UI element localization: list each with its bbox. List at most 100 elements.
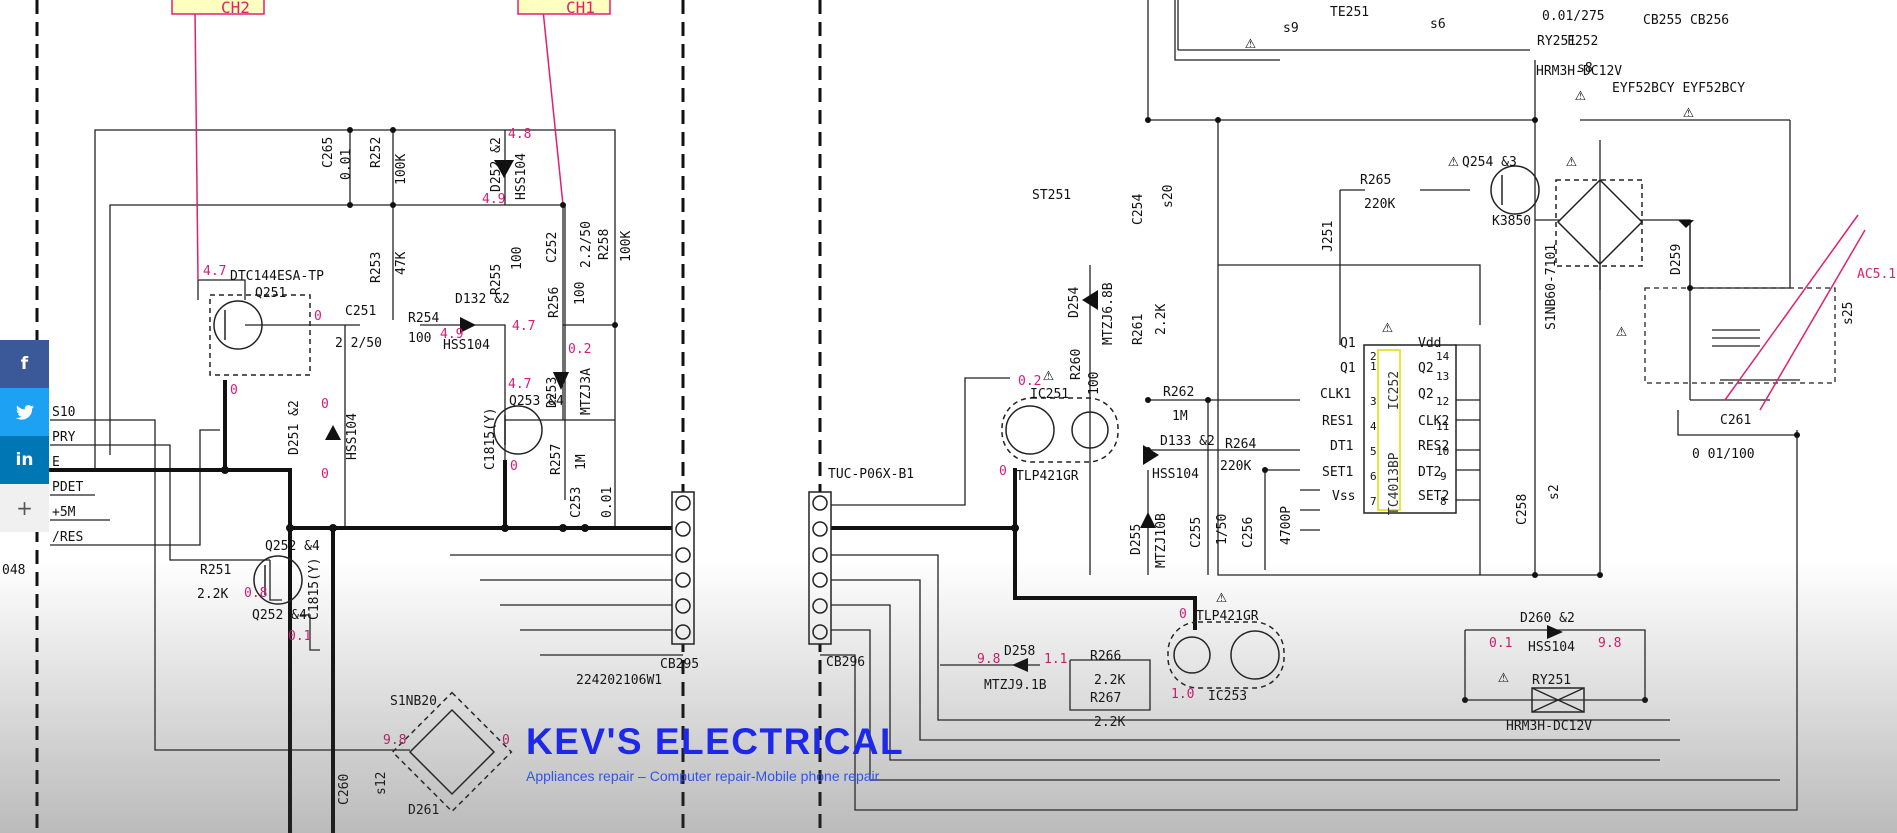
voltage-d252-bottom: 4.9: [482, 192, 505, 207]
q252-value: C1815(Y): [307, 557, 322, 620]
voltage-q253-base: 4.7: [508, 377, 531, 392]
ry251-value: HRM3H-DC12V: [1506, 719, 1592, 734]
d260-label: D260 &2: [1520, 611, 1575, 626]
d252-label: D252 &2: [489, 137, 504, 192]
c253-value: 0.01: [600, 487, 615, 518]
j251-label: J251: [1321, 221, 1336, 252]
warning-icon: ⚠: [1448, 150, 1459, 171]
ch2-tag-text: CH2: [221, 0, 250, 17]
r258-label: R258: [597, 229, 612, 260]
facebook-icon: f: [20, 354, 29, 374]
ic251-value: TLP421GR: [1016, 469, 1079, 484]
ic252-pin-5: 5: [1370, 445, 1377, 458]
r256-label: R256: [547, 287, 562, 318]
warning-icon: ⚠: [1216, 586, 1227, 607]
q254-value: K3850: [1492, 214, 1531, 229]
voltage-ic251-in: 0.2: [1018, 374, 1041, 389]
voltage-ic253-out: 1.0: [1171, 687, 1194, 702]
c252-value: 2.2/50: [579, 221, 594, 268]
c258-label: C258: [1515, 494, 1530, 525]
transistor-q251: [209, 294, 311, 376]
ry251-top-label: RY251: [1537, 34, 1576, 49]
d258-label: D258: [1004, 644, 1035, 659]
twitter-icon: [15, 404, 34, 420]
d259-label: D259: [1669, 244, 1684, 275]
ic252-pin-vdd: Vdd: [1418, 336, 1441, 351]
signal-e: E: [52, 455, 60, 470]
diodes: [325, 160, 1694, 672]
cb296-label: CB296: [826, 655, 865, 670]
c254-value: s20: [1161, 185, 1176, 208]
voltage-bridge-right: 0: [502, 733, 510, 748]
q252-label: Q252 &4: [252, 608, 307, 623]
more-share-button[interactable]: +: [0, 484, 49, 532]
r264-value: 220K: [1220, 459, 1251, 474]
signal-res: /RES: [52, 530, 83, 545]
c256-value: 4700P: [1279, 506, 1294, 545]
ic252-body: [1363, 344, 1457, 514]
voltage-d253: 0.2: [568, 342, 591, 357]
linkedin-share-button[interactable]: in: [0, 436, 49, 484]
c261-label: C261: [1720, 413, 1751, 428]
ic252-pin-7: 7: [1370, 495, 1377, 508]
ic252-pin-clk2: CLK2: [1418, 414, 1449, 429]
ch1-tag-text: CH1: [566, 0, 595, 17]
r261-label: R261: [1131, 314, 1146, 345]
signal-pdet: PDET: [52, 480, 83, 495]
r267-value: 2.2K: [1094, 715, 1125, 730]
site-title[interactable]: KEV'S ELECTRICAL: [526, 721, 905, 762]
ic252-pin-4: 4: [1370, 420, 1377, 433]
voltage-q252-emitter: 0.1: [288, 629, 311, 644]
ic252-pin-clk1: CLK1: [1320, 387, 1351, 402]
ry251-top-value: HRM3H-DC12V: [1536, 64, 1622, 79]
d260-value: HSS104: [1528, 640, 1575, 655]
ic252-pin-set2: SET2: [1418, 489, 1449, 504]
c252-label: C252: [545, 232, 560, 263]
s25-label: s25: [1841, 302, 1856, 325]
d255-value: MTZJ10B: [1154, 513, 1169, 568]
transformer-block: [1644, 287, 1836, 384]
voltage-d252-top: 4.8: [508, 127, 531, 142]
connector-cb295: [671, 491, 695, 645]
d132-value: HSS104: [443, 338, 490, 353]
cap-0.01-275: 0.01/275: [1542, 9, 1605, 24]
edge-label: 048: [2, 563, 25, 578]
voltage-q252-base: 0.8: [244, 586, 267, 601]
c251-label: C251: [345, 304, 376, 319]
ic252-pin-13: 13: [1436, 370, 1449, 383]
voltage-d260-right: 9.8: [1598, 636, 1621, 651]
warning-icon: ⚠: [1498, 666, 1509, 687]
d251-label: D251 &2: [287, 400, 302, 455]
voltage-q251-emitter: 0: [230, 383, 238, 398]
warning-icon: ⚠: [1575, 84, 1586, 105]
connector-cb296: [808, 491, 832, 645]
optocoupler-ic251: [1001, 397, 1119, 463]
d133-value: HSS104: [1152, 467, 1199, 482]
ic252-pin-set1: SET1: [1322, 465, 1353, 480]
c260-value: s12: [374, 772, 389, 795]
voltage-bridge-left: 9.8: [383, 733, 406, 748]
facebook-share-button[interactable]: f: [0, 340, 49, 388]
ic251-label: IC251: [1030, 387, 1069, 402]
transistor-q253: [493, 405, 543, 455]
r252-label: R252: [369, 137, 384, 168]
relay-ry251: [1531, 687, 1585, 713]
r266-label: R266: [1090, 649, 1121, 664]
linkedin-icon: in: [15, 450, 34, 470]
q252-ref: Q252 &4: [265, 539, 320, 554]
transistor-q252: [253, 555, 303, 605]
voltage-q251-base: 4.7: [203, 264, 226, 279]
r255-value: 100: [510, 247, 525, 270]
bridge-rectifier-s1nb60: [1555, 178, 1644, 267]
c265-value: 0.01: [339, 149, 354, 180]
c251-value: 2 2/50: [335, 336, 382, 351]
twitter-share-button[interactable]: [0, 388, 49, 436]
ic252-pin-res1: RES1: [1322, 414, 1353, 429]
voltage-d258-right: 1.1: [1044, 652, 1067, 667]
d133-label: D133 &2: [1160, 434, 1215, 449]
c254-label: C254: [1131, 194, 1146, 225]
ic252-pin-10: 10: [1436, 445, 1449, 458]
ic252-pin-3: 3: [1370, 395, 1377, 408]
warning-icon: ⚠: [1245, 32, 1256, 53]
